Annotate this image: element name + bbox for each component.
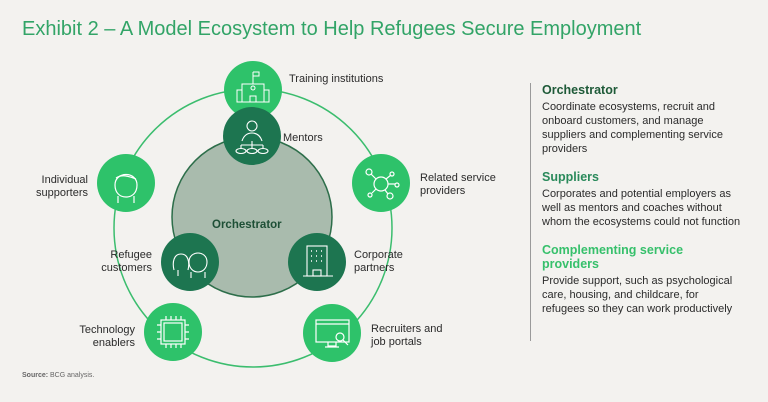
mentors-node: [223, 107, 281, 165]
orchestrator-description: Coordinate ecosystems, recruit and onboa…: [542, 101, 723, 155]
label-line: Technology: [79, 324, 135, 336]
training-institutions-node: [224, 61, 282, 119]
individual-supporters-node: [97, 154, 155, 212]
monitor-search-icon: [315, 319, 350, 348]
label-line: Refugee: [110, 249, 152, 261]
orchestrator-label: Orchestrator: [212, 219, 282, 231]
refugee-customers-node: [161, 233, 219, 291]
label-line: partners: [354, 262, 395, 274]
mentor-org-icon: [235, 120, 269, 155]
office-building-icon: [303, 245, 333, 277]
label-line: providers: [420, 185, 466, 197]
label-training-institutions: Training institutions: [289, 73, 384, 85]
label-line: Individual: [41, 174, 88, 186]
related-service-providers-node: [352, 154, 410, 212]
source-text: BCG analysis.: [50, 372, 95, 379]
label-line: Corporate: [354, 249, 403, 261]
label-mentors: Mentors: [283, 132, 323, 144]
label-line: supporters: [36, 187, 88, 199]
label-line: customers: [101, 262, 152, 274]
label-line: Recruiters and: [371, 323, 443, 335]
technology-enablers-node: [144, 303, 202, 361]
label-line: job portals: [371, 336, 422, 348]
school-icon: [236, 71, 270, 103]
two-people-icon: [172, 252, 208, 278]
orchestrator-heading: Orchestrator: [542, 83, 618, 97]
label-line: enablers: [92, 337, 135, 349]
source-label: Source:: [22, 372, 49, 379]
page-title: Exhibit 2 – A Model Ecosystem to Help Re…: [22, 18, 642, 40]
complementing-providers-heading: Complementing service providers: [542, 243, 684, 271]
corporate-partners-node: [288, 233, 346, 291]
legend-panel: Orchestrator Coordinate ecosystems, recr…: [530, 83, 742, 341]
label-line: Related service: [420, 172, 496, 184]
suppliers-heading: Suppliers: [542, 170, 599, 184]
chip-icon: [157, 316, 189, 348]
recruiters-job-portals-node: [303, 304, 361, 362]
source-note: Source: BCG analysis.: [22, 372, 94, 379]
person-head-icon: [114, 173, 138, 203]
suppliers-description: Corporates and potential employers as we…: [542, 188, 741, 228]
network-icon: [365, 168, 400, 200]
complementing-providers-description: Provide support, such as psychological c…: [542, 275, 733, 315]
